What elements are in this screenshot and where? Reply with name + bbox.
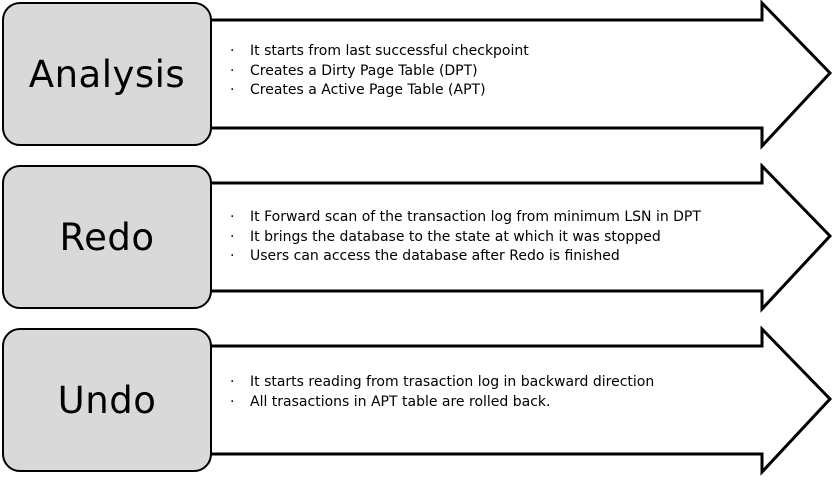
bullet-list-analysis: · It starts from last successful checkpo…	[228, 42, 529, 101]
bullet-dot: ·	[230, 43, 235, 59]
list-item: · All trasactions in APT table are rolle…	[228, 393, 654, 413]
arrow-shape-analysis	[198, 0, 833, 150]
bullet-text: It Forward scan of the transaction log f…	[250, 209, 701, 225]
bullet-dot: ·	[230, 209, 235, 225]
list-item: · Users can access the database after Re…	[228, 247, 701, 267]
bullet-list-redo: · It Forward scan of the transaction log…	[228, 208, 701, 267]
phase-row-undo: Undo · It starts reading from trasaction…	[0, 326, 833, 486]
bullet-text: It starts reading from trasaction log in…	[250, 374, 655, 390]
bullet-dot: ·	[230, 393, 235, 410]
list-item: · It starts from last successful checkpo…	[228, 42, 529, 62]
bullet-text: It starts from last successful checkpoin…	[250, 43, 529, 59]
phase-title: Undo	[57, 378, 157, 422]
phase-title: Analysis	[28, 52, 186, 96]
phase-box-redo: Redo	[2, 165, 212, 309]
bullet-text: All trasactions in APT table are rolled …	[250, 393, 551, 410]
bullet-text: It brings the database to the state at w…	[250, 228, 661, 245]
bullet-dot: ·	[230, 82, 235, 98]
list-item: · It brings the database to the state at…	[228, 228, 701, 248]
bullet-dot: ·	[230, 62, 235, 79]
bullet-dot: ·	[230, 248, 235, 264]
list-item: · Creates a Active Page Table (APT)	[228, 81, 529, 101]
phase-title: Redo	[59, 215, 155, 259]
bullet-dot: ·	[230, 374, 235, 390]
phase-row-redo: Redo · It Forward scan of the transactio…	[0, 163, 833, 323]
list-item: · It starts reading from trasaction log …	[228, 373, 654, 393]
bullet-list-undo: · It starts reading from trasaction log …	[228, 373, 654, 412]
phase-row-analysis: Analysis · It starts from last successfu…	[0, 0, 833, 160]
phase-box-undo: Undo	[2, 328, 212, 472]
phase-box-analysis: Analysis	[2, 2, 212, 146]
bullet-text: Users can access the database after Redo…	[250, 248, 620, 264]
bullet-text: Creates a Active Page Table (APT)	[250, 82, 486, 98]
list-item: · It Forward scan of the transaction log…	[228, 208, 701, 228]
list-item: · Creates a Dirty Page Table (DPT)	[228, 62, 529, 82]
bullet-dot: ·	[230, 228, 235, 245]
arrow-shape-redo	[198, 163, 833, 313]
arrow-shape-undo	[198, 326, 833, 476]
bullet-text: Creates a Dirty Page Table (DPT)	[250, 62, 478, 79]
